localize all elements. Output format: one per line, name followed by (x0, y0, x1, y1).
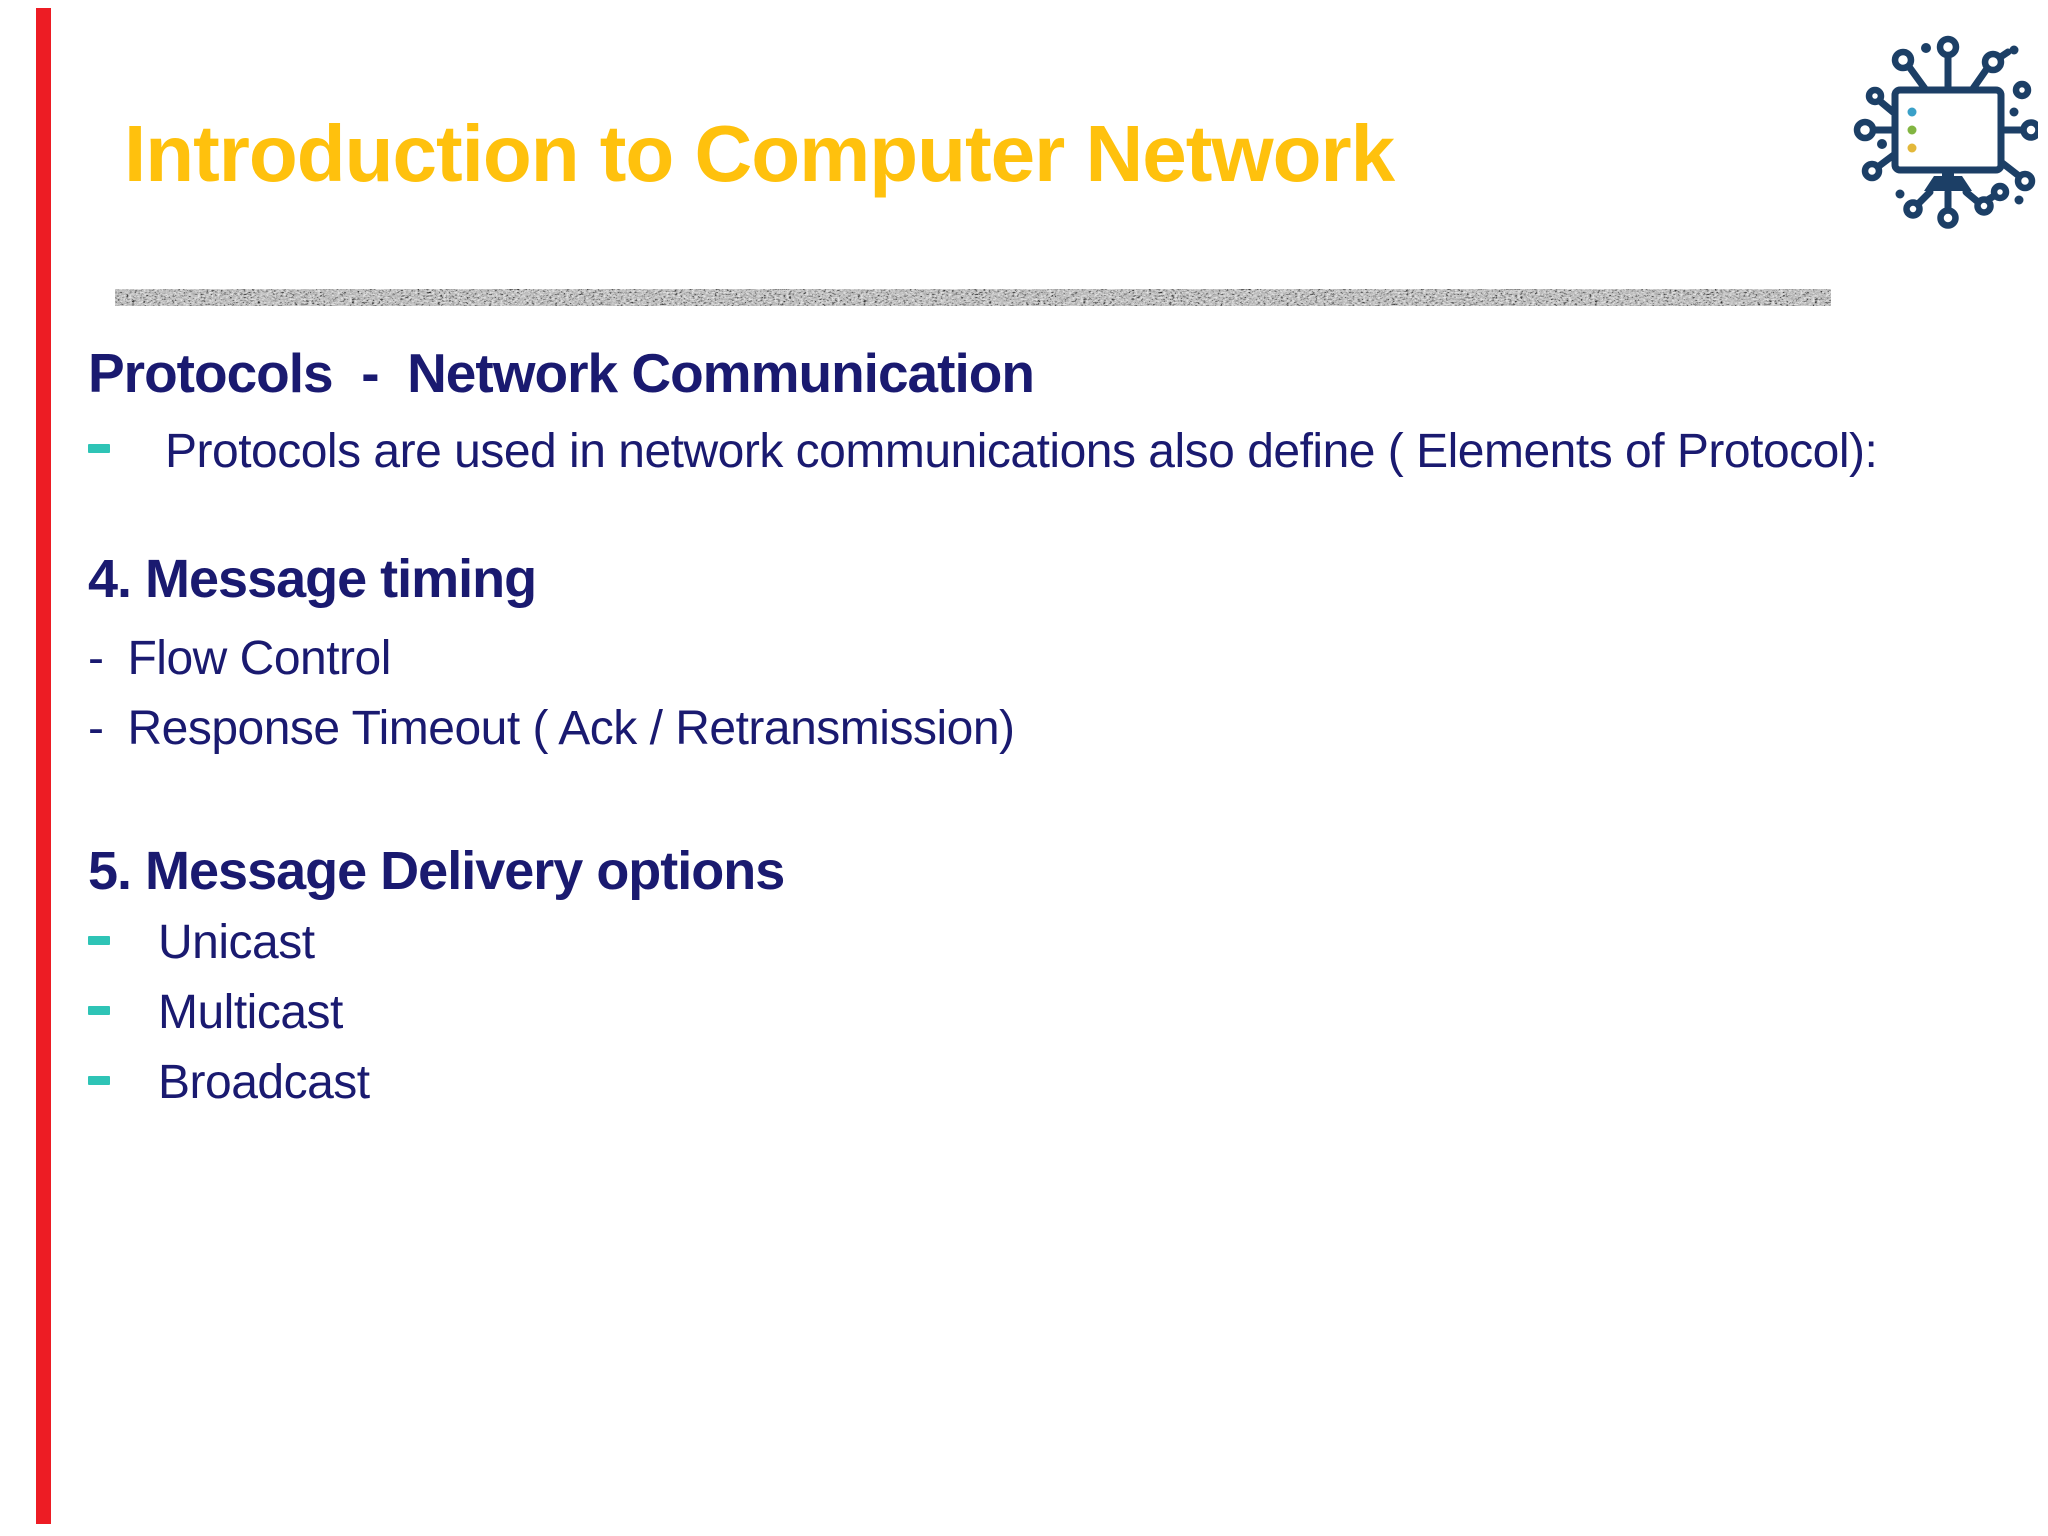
intro-bullet-item: Protocols are used in network communicat… (88, 420, 1928, 484)
navy-dash-bullet: - (88, 702, 104, 755)
navy-dash-bullet: - (88, 632, 104, 685)
list-item-broadcast: Broadcast (88, 1048, 1928, 1118)
network-computer-icon (1838, 24, 2042, 234)
section5-heading: 5. Message Delivery options (88, 841, 785, 901)
slide-body: Protocols - Network Communication Protoc… (88, 340, 1928, 1118)
intro-bullet-text: Protocols are used in network communicat… (165, 425, 1878, 478)
teal-dash-bullet-icon (88, 1006, 110, 1015)
teal-dash-bullet-icon (88, 1076, 110, 1085)
list-item-response-timeout: - Response Timeout ( Ack / Retransmissio… (88, 694, 1928, 764)
section-title-protocols: Protocols - Network Communication (88, 342, 1035, 404)
left-accent-bar (36, 8, 51, 1524)
textured-divider (115, 289, 1831, 306)
list-item-unicast: Unicast (88, 908, 1928, 978)
list-item-label: Unicast (158, 916, 315, 969)
list-item-label: Flow Control (127, 632, 391, 685)
page-title: Introduction to Computer Network (124, 109, 1395, 198)
list-item-flow-control: - Flow Control (88, 624, 1928, 694)
list-item-label: Response Timeout ( Ack / Retransmission) (127, 702, 1015, 755)
list-item-label: Multicast (158, 986, 343, 1039)
teal-dash-bullet-icon (88, 936, 110, 945)
list-item-label: Broadcast (158, 1056, 370, 1109)
section4-heading: 4. Message timing (88, 549, 537, 609)
teal-dash-bullet-icon (88, 444, 110, 453)
list-item-multicast: Multicast (88, 978, 1928, 1048)
